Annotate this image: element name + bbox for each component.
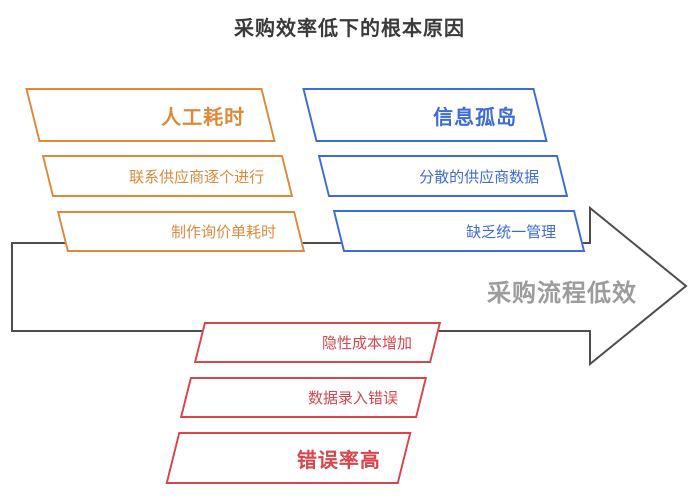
cause-item-scattered-supplier-data: 分散的供应商数据 (317, 155, 569, 197)
cause-item-no-unified-management: 缺乏统一管理 (332, 210, 586, 252)
cause-item-hidden-cost: 隐性成本增加 (193, 322, 442, 363)
cause-item-data-entry-errors: 数据录入错误 (179, 377, 428, 418)
cause-header-high-error-rate-label: 错误率高 (297, 449, 381, 472)
cause-item-contact-suppliers-label: 联系供应商逐个进行 (128, 168, 264, 186)
cause-header-info-silo-label: 信息孤岛 (433, 106, 517, 129)
arrow-label: 采购流程低效 (487, 280, 637, 307)
cause-item-quote-creation-label: 制作询价单耗时 (170, 224, 276, 241)
cause-header-manual-time-label: 人工耗时 (161, 106, 245, 129)
diagram-title: 采购效率低下的根本原因 (234, 18, 465, 40)
cause-header-high-error-rate: 错误率高 (165, 432, 412, 484)
cause-header-info-silo: 信息孤岛 (302, 88, 548, 142)
cause-item-contact-suppliers: 联系供应商逐个进行 (41, 155, 294, 197)
cause-item-scattered-supplier-data-label: 分散的供应商数据 (418, 168, 539, 186)
cause-item-no-unified-management-label: 缺乏统一管理 (465, 223, 556, 241)
cause-item-quote-creation: 制作询价单耗时 (56, 211, 306, 252)
cause-item-hidden-cost-label: 隐性成本增加 (321, 335, 412, 352)
cause-item-data-entry-errors-label: 数据录入错误 (307, 390, 398, 407)
cause-header-manual-time: 人工耗时 (25, 88, 276, 142)
